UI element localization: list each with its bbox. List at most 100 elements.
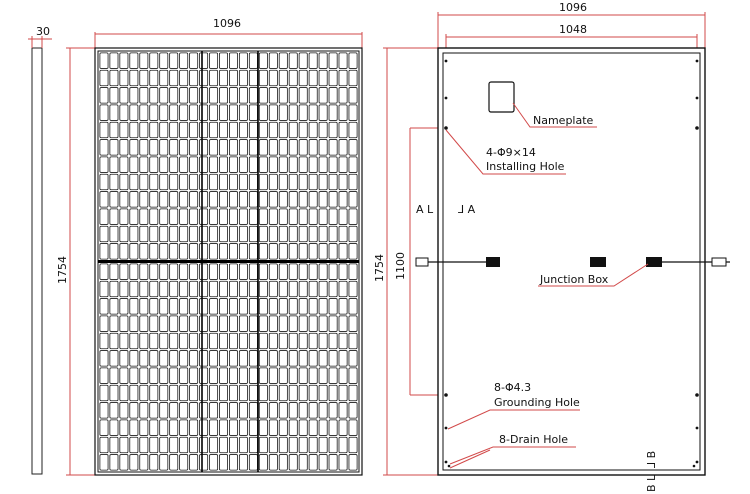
solar-cell: [298, 208, 308, 225]
solar-cell: [119, 69, 129, 87]
section-b-left-label: B L: [645, 474, 658, 492]
grounding-hole: [695, 59, 699, 63]
solar-cell: [159, 87, 169, 104]
solar-cell: [248, 121, 258, 139]
solar-cell: [209, 298, 219, 315]
solar-cell: [169, 243, 179, 260]
solar-cell: [288, 156, 298, 173]
solar-cell: [119, 436, 129, 454]
solar-cell: [189, 243, 199, 260]
solar-cell: [228, 419, 238, 436]
solar-cell: [348, 419, 358, 436]
solar-cell: [169, 436, 179, 454]
solar-cell: [169, 69, 179, 87]
solar-cell-grid: [99, 52, 358, 471]
solar-cell: [238, 280, 248, 298]
grounding-hole-leader: [447, 409, 580, 430]
solar-cell: [159, 350, 169, 367]
solar-cell: [109, 367, 119, 384]
thickness-dim-label: 30: [36, 25, 50, 38]
solar-cell: [288, 121, 298, 139]
solar-cell: [308, 69, 318, 87]
solar-cell: [129, 384, 139, 402]
junction-box-leader: [538, 263, 649, 287]
solar-cell: [159, 367, 169, 384]
solar-cell: [248, 454, 258, 471]
solar-cell: [119, 139, 129, 156]
solar-cell: [228, 52, 238, 69]
solar-cell: [189, 332, 199, 350]
solar-cell: [338, 104, 348, 121]
solar-cell: [248, 280, 258, 298]
solar-cell: [248, 208, 258, 225]
solar-cell: [248, 402, 258, 419]
solar-cell: [189, 87, 199, 104]
solar-cell: [219, 69, 229, 87]
solar-cell: [328, 263, 338, 280]
solar-cell: [308, 104, 318, 121]
solar-cell: [278, 436, 288, 454]
solar-cell: [228, 350, 238, 367]
solar-cell: [348, 173, 358, 191]
solar-cell: [209, 104, 219, 121]
solar-cell: [348, 69, 358, 87]
solar-cell: [258, 52, 268, 69]
solar-cell: [238, 52, 248, 69]
solar-cell: [199, 402, 209, 419]
solar-cell: [149, 384, 159, 402]
solar-cell: [248, 436, 258, 454]
solar-cell: [139, 419, 149, 436]
solar-cell: [318, 315, 328, 332]
solar-cell: [199, 280, 209, 298]
solar-cell: [189, 139, 199, 156]
solar-cell: [228, 402, 238, 419]
solar-cell: [209, 191, 219, 208]
solar-cell: [209, 350, 219, 367]
solar-cell: [199, 263, 209, 280]
solar-cell: [338, 315, 348, 332]
solar-cell: [119, 315, 129, 332]
connector-right-body: [646, 257, 662, 267]
solar-cell: [268, 121, 278, 139]
solar-cell: [169, 208, 179, 225]
solar-cell: [238, 87, 248, 104]
solar-cell: [139, 367, 149, 384]
solar-cell: [278, 121, 288, 139]
solar-cell: [209, 384, 219, 402]
solar-cell: [298, 52, 308, 69]
solar-cell: [99, 280, 109, 298]
solar-cell: [189, 402, 199, 419]
installing-hole-leader: [445, 129, 566, 175]
solar-cell: [209, 263, 219, 280]
solar-cell: [199, 104, 209, 121]
solar-cell: [348, 402, 358, 419]
solar-cell: [348, 263, 358, 280]
solar-cell: [159, 139, 169, 156]
solar-cell: [288, 191, 298, 208]
solar-cell: [258, 139, 268, 156]
solar-cell: [288, 263, 298, 280]
solar-cell: [328, 298, 338, 315]
solar-cell: [328, 121, 338, 139]
solar-cell: [288, 402, 298, 419]
solar-cell: [109, 173, 119, 191]
solar-cell: [298, 243, 308, 260]
solar-cell: [109, 139, 119, 156]
solar-cell: [169, 263, 179, 280]
solar-cell: [288, 208, 298, 225]
back-view: 1096 1048 1754 1100: [373, 1, 730, 492]
solar-cell: [258, 121, 268, 139]
solar-cell: [209, 315, 219, 332]
solar-cell: [139, 69, 149, 87]
solar-cell: [308, 173, 318, 191]
solar-cell: [248, 350, 258, 367]
solar-cell: [159, 436, 169, 454]
solar-cell: [109, 419, 119, 436]
solar-cell: [228, 315, 238, 332]
solar-cell: [149, 367, 159, 384]
solar-cell: [149, 121, 159, 139]
solar-cell: [149, 402, 159, 419]
solar-cell: [228, 454, 238, 471]
solar-cell: [338, 191, 348, 208]
